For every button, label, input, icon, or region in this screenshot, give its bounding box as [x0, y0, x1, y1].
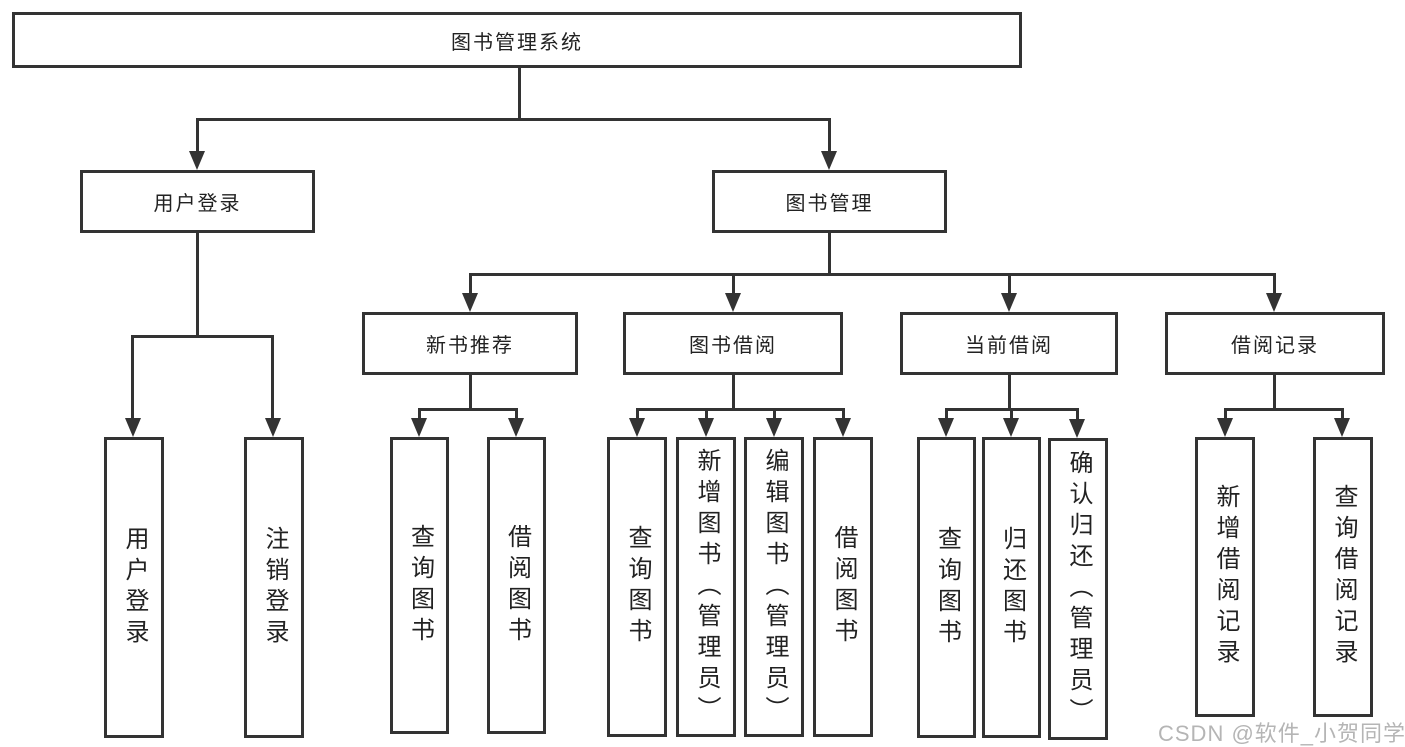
node-book-mgmt-label: 图书管理: [785, 193, 874, 215]
connector-book-mgmt-drop: [828, 118, 831, 152]
connector-cb-leaf3-drop: [1076, 408, 1079, 421]
arrow-bb-leaf3: [766, 418, 782, 437]
leaf-bb-edit-books-admin-label: 编辑图书（管理员）: [761, 447, 788, 727]
leaf-nb-borrow-books: 借阅图书: [487, 437, 546, 734]
connector-cb-leaf2-drop: [1010, 408, 1013, 421]
connector-new-books-drop: [469, 273, 472, 295]
leaf-logout: 注销登录: [244, 437, 304, 738]
arrow-login-leaf2: [265, 418, 281, 437]
connector-bb-leaf2-drop: [705, 408, 708, 421]
node-root-label: 图书管理系统: [451, 31, 583, 54]
arrow-book-mgmt: [821, 151, 837, 170]
leaf-nb-borrow-books-label: 借阅图书: [503, 523, 531, 648]
connector-nb-leaf2-drop: [515, 408, 518, 421]
node-current-borrow-label: 当前借阅: [965, 335, 1053, 357]
connector-bb-leaf4-drop: [842, 408, 845, 421]
arrow-bb-leaf1: [629, 418, 645, 437]
connector-level2-branch: [196, 118, 831, 121]
arrow-current-borrow: [1001, 293, 1017, 312]
node-user-login-label: 用户登录: [153, 193, 242, 215]
leaf-cb-confirm-return-admin-label: 确认归还（管理员）: [1065, 449, 1092, 729]
connector-borrow-records-branch: [1224, 408, 1344, 411]
connector-book-borrow-stem: [732, 375, 735, 408]
connector-user-login-drop: [196, 118, 199, 152]
leaf-cb-return-books: 归还图书: [982, 437, 1041, 738]
leaf-bb-query-books-label: 查询图书: [624, 525, 651, 649]
node-new-books-label: 新书推荐: [426, 335, 514, 357]
leaf-nb-query-books-label: 查询图书: [406, 523, 434, 648]
connector-new-books-stem: [469, 375, 472, 408]
arrow-cb-leaf3: [1069, 419, 1085, 438]
leaf-br-add-record-label: 新增借阅记录: [1212, 484, 1239, 670]
arrow-bb-leaf4: [835, 418, 851, 437]
arrow-nb-leaf1: [411, 418, 427, 437]
csdn-watermark: CSDN @软件_小贺同学: [1158, 721, 1405, 746]
node-new-books: 新书推荐: [362, 312, 578, 375]
node-book-borrow-label: 图书借阅: [689, 335, 777, 357]
connector-nb-leaf1-drop: [418, 408, 421, 421]
leaf-br-query-record: 查询借阅记录: [1313, 437, 1373, 717]
node-root: 图书管理系统: [12, 12, 1022, 68]
connector-login-leaf2-drop: [271, 335, 274, 419]
leaf-nb-query-books: 查询图书: [390, 437, 449, 734]
arrow-bb-leaf2: [698, 418, 714, 437]
leaf-logout-label: 注销登录: [261, 525, 288, 650]
leaf-cb-return-books-label: 归还图书: [998, 525, 1026, 650]
leaf-bb-query-books: 查询图书: [607, 437, 667, 737]
arrow-book-borrow: [725, 293, 741, 312]
arrow-cb-leaf2: [1003, 418, 1019, 437]
connector-user-login-branch: [132, 335, 274, 338]
connector-book-borrow-drop: [732, 273, 735, 295]
leaf-cb-confirm-return-admin: 确认归还（管理员）: [1048, 438, 1108, 740]
connector-br-leaf2-drop: [1341, 408, 1344, 421]
arrow-login-leaf1: [125, 418, 141, 437]
leaf-user-login: 用户登录: [104, 437, 164, 738]
arrow-nb-leaf2: [508, 418, 524, 437]
node-book-mgmt: 图书管理: [712, 170, 947, 233]
node-borrow-records: 借阅记录: [1165, 312, 1385, 375]
connector-login-leaf1-drop: [131, 335, 134, 419]
leaf-user-login-label: 用户登录: [121, 525, 148, 650]
connector-level3-branch: [469, 273, 1276, 276]
leaf-br-query-record-label: 查询借阅记录: [1330, 484, 1357, 670]
arrow-br-leaf1: [1217, 418, 1233, 437]
connector-user-login-stem: [196, 233, 199, 335]
arrow-user-login: [189, 151, 205, 170]
leaf-cb-query-books: 查询图书: [917, 437, 976, 738]
node-borrow-records-label: 借阅记录: [1231, 335, 1319, 357]
connector-book-mgmt-stem: [828, 233, 831, 273]
leaf-bb-edit-books-admin: 编辑图书（管理员）: [744, 437, 804, 737]
connector-bb-leaf3-drop: [773, 408, 776, 421]
connector-new-books-branch: [418, 408, 518, 411]
arrow-borrow-records: [1266, 293, 1282, 312]
node-current-borrow: 当前借阅: [900, 312, 1118, 375]
connector-borrow-records-drop: [1273, 273, 1276, 295]
connector-borrow-records-stem: [1273, 375, 1276, 408]
leaf-bb-add-books-admin-label: 新增图书（管理员）: [693, 447, 720, 727]
leaf-bb-borrow-books: 借阅图书: [813, 437, 873, 737]
leaf-br-add-record: 新增借阅记录: [1195, 437, 1255, 717]
connector-root-stem: [518, 68, 521, 118]
arrow-br-leaf2: [1334, 418, 1350, 437]
connector-br-leaf1-drop: [1224, 408, 1227, 421]
arrow-cb-leaf1: [938, 418, 954, 437]
leaf-cb-query-books-label: 查询图书: [933, 525, 961, 650]
connector-current-borrow-stem: [1008, 375, 1011, 408]
connector-bb-leaf1-drop: [636, 408, 639, 421]
node-user-login: 用户登录: [80, 170, 315, 233]
leaf-bb-borrow-books-label: 借阅图书: [830, 525, 857, 649]
leaf-bb-add-books-admin: 新增图书（管理员）: [676, 437, 736, 737]
node-book-borrow: 图书借阅: [623, 312, 843, 375]
arrow-new-books: [462, 293, 478, 312]
connector-current-borrow-drop: [1008, 273, 1011, 295]
connector-book-borrow-branch: [636, 408, 845, 411]
connector-cb-leaf1-drop: [945, 408, 948, 421]
